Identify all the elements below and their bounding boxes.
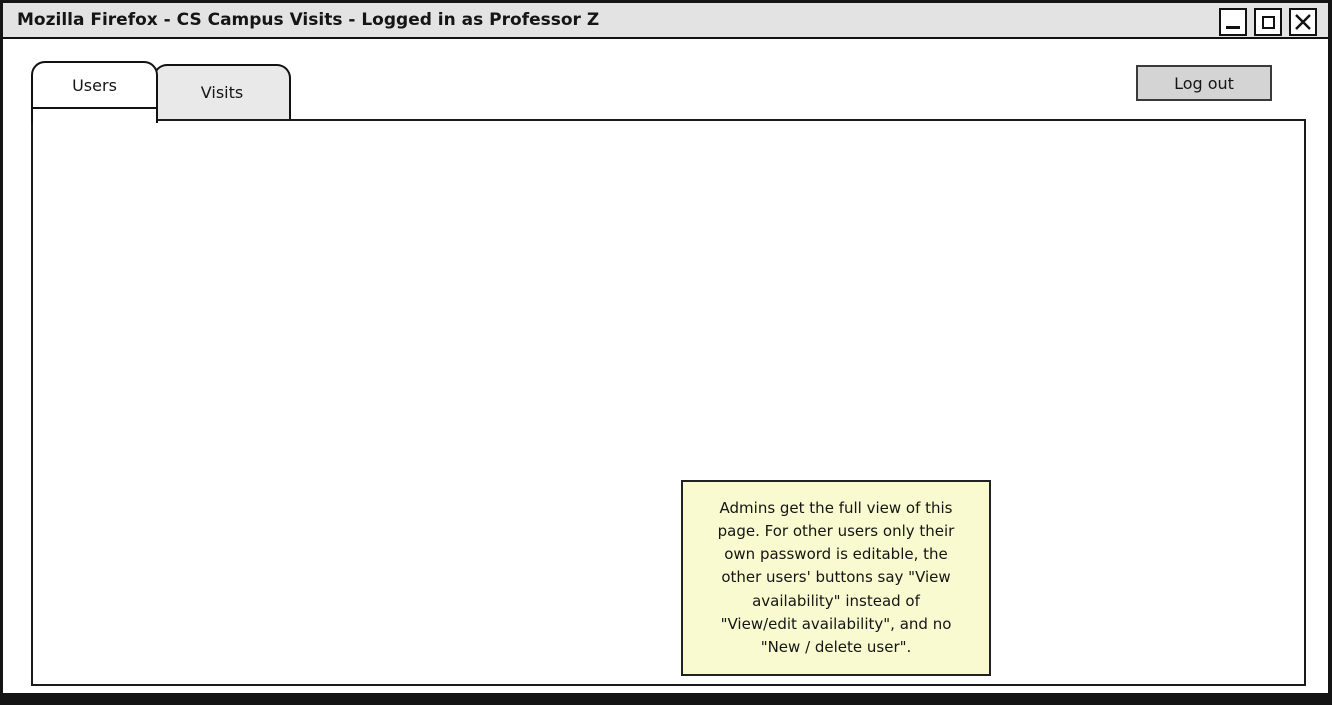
maximize-icon (1261, 15, 1275, 29)
tab-users-skirt (31, 109, 158, 123)
admin-note-text: Admins get the full view of this page. F… (717, 498, 955, 657)
logout-button[interactable]: Log out (1136, 65, 1272, 101)
title-bar: Mozilla Firefox - CS Campus Visits - Log… (3, 3, 1328, 39)
close-icon (1295, 14, 1311, 30)
tab-users[interactable]: Users (31, 61, 158, 109)
minimize-button[interactable] (1219, 8, 1247, 36)
users-panel (31, 119, 1306, 686)
maximize-button[interactable] (1254, 8, 1282, 36)
close-button[interactable] (1289, 8, 1317, 36)
admin-note: Admins get the full view of this page. F… (681, 480, 991, 676)
minimize-icon (1226, 26, 1240, 29)
window-title: Mozilla Firefox - CS Campus Visits - Log… (17, 10, 600, 30)
tab-visits[interactable]: Visits (153, 64, 291, 119)
